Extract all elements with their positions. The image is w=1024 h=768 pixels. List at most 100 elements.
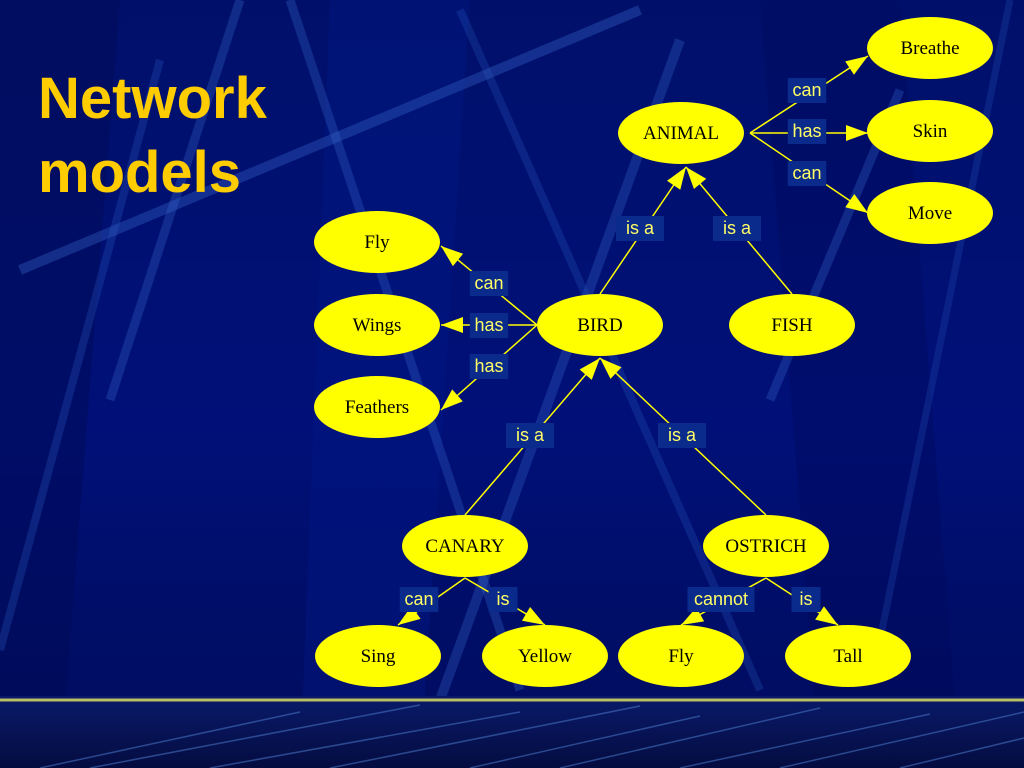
- node-ellipse: [314, 376, 440, 438]
- relation-label-box: [469, 313, 509, 338]
- relation-label-box: [687, 587, 755, 612]
- relation-label: is a: [516, 425, 545, 445]
- node-ellipse: [618, 625, 744, 687]
- node-ellipse: [703, 515, 829, 577]
- relation-label-box: [658, 423, 706, 448]
- node-bird: BIRD: [537, 294, 663, 356]
- node-ellipse: [867, 17, 993, 79]
- relation-label-layer: can has can is a is a can has has is a is a can is c…: [399, 78, 827, 612]
- node-label: ANIMAL: [643, 123, 719, 144]
- node-ellipse: [867, 182, 993, 244]
- relation-label: is a: [668, 425, 697, 445]
- relation-bird-feathers: has: [469, 354, 509, 379]
- relation-ostrich-fly2: cannot: [687, 587, 755, 612]
- node-label: BIRD: [577, 315, 622, 336]
- relation-label-box: [469, 271, 509, 296]
- node-ellipse: [618, 102, 744, 164]
- arrowhead-animal: [667, 167, 686, 190]
- node-move: Move: [867, 182, 993, 244]
- node-yellow: Yellow: [482, 625, 608, 687]
- arrowhead-move: [845, 194, 868, 213]
- arrowhead-bird: [579, 358, 600, 380]
- slide-title-line-1: Network: [38, 66, 267, 131]
- node-skin: Skin: [867, 100, 993, 162]
- node-label: Breathe: [900, 38, 959, 59]
- node-ellipse: [402, 515, 528, 577]
- node-ellipse: [537, 294, 663, 356]
- node-label: Fly: [668, 646, 694, 667]
- relation-label-box: [469, 354, 509, 379]
- relation-label-box: [506, 423, 554, 448]
- arrowhead-breathe: [845, 56, 868, 75]
- node-label: Yellow: [518, 646, 572, 667]
- node-label: Fly: [364, 232, 390, 253]
- relation-label: can: [792, 163, 821, 183]
- arrowhead-yellow: [521, 606, 545, 625]
- relation-label-box: [787, 119, 827, 144]
- relation-label-box: [787, 161, 827, 186]
- node-ostrich: OSTRICH: [703, 515, 829, 577]
- node-ellipse: [729, 294, 855, 356]
- relation-bird-wings: has: [469, 313, 509, 338]
- relation-label: is a: [626, 218, 655, 238]
- relation-canary-sing: can: [399, 587, 439, 612]
- relation-label: has: [474, 356, 503, 376]
- node-tall: Tall: [785, 625, 911, 687]
- node-label: Move: [908, 203, 952, 224]
- arrowhead-tall: [815, 606, 838, 625]
- relation-ostrich-tall: is: [791, 587, 821, 612]
- node-label: Skin: [913, 121, 948, 142]
- node-label: CANARY: [425, 536, 504, 557]
- relation-label-box: [713, 216, 761, 241]
- node-animal: ANIMAL: [618, 102, 744, 164]
- relation-animal-move: can: [787, 161, 827, 186]
- node-canary: CANARY: [402, 515, 528, 577]
- slide-title-line-2: models: [38, 140, 242, 205]
- relation-label: can: [474, 273, 503, 293]
- relation-label: is: [800, 589, 813, 609]
- relation-canary-yellow: is: [488, 587, 518, 612]
- relation-animal-skin: has: [787, 119, 827, 144]
- node-label: Wings: [353, 315, 402, 336]
- relation-label: cannot: [694, 589, 748, 609]
- node-ellipse: [482, 625, 608, 687]
- relation-label-box: [787, 78, 827, 103]
- relation-label: has: [474, 315, 503, 335]
- node-label: Tall: [833, 646, 862, 667]
- relation-label: is: [497, 589, 510, 609]
- arrowhead-fly1: [441, 246, 464, 267]
- node-sing: Sing: [315, 625, 441, 687]
- relation-label: is a: [723, 218, 752, 238]
- node-ellipse: [314, 211, 440, 273]
- relation-label: has: [792, 121, 821, 141]
- node-fly1: Fly: [314, 211, 440, 273]
- node-ellipse: [785, 625, 911, 687]
- relation-label: can: [792, 80, 821, 100]
- arrowhead-sing: [398, 605, 421, 625]
- arrowhead-bird: [600, 358, 622, 379]
- node-ellipse: [314, 294, 440, 356]
- slide-title: Network models: [38, 62, 267, 210]
- relation-label-box: [616, 216, 664, 241]
- relation-label: can: [404, 589, 433, 609]
- node-label: Feathers: [345, 397, 409, 418]
- node-ellipse: [867, 100, 993, 162]
- arrowhead-skin: [846, 125, 868, 141]
- relation-ostrich-bird: is a: [658, 423, 706, 448]
- node-wings: Wings: [314, 294, 440, 356]
- arrowhead-wings: [441, 317, 463, 333]
- node-fly2: Fly: [618, 625, 744, 687]
- relation-bird-animal: is a: [616, 216, 664, 241]
- node-fish: FISH: [729, 294, 855, 356]
- node-ellipse: [315, 625, 441, 687]
- relation-bird-fly1: can: [469, 271, 509, 296]
- relation-label-box: [791, 587, 821, 612]
- node-label: OSTRICH: [725, 536, 807, 557]
- node-breathe: Breathe: [867, 17, 993, 79]
- node-feathers: Feathers: [314, 376, 440, 438]
- relation-label-box: [399, 587, 439, 612]
